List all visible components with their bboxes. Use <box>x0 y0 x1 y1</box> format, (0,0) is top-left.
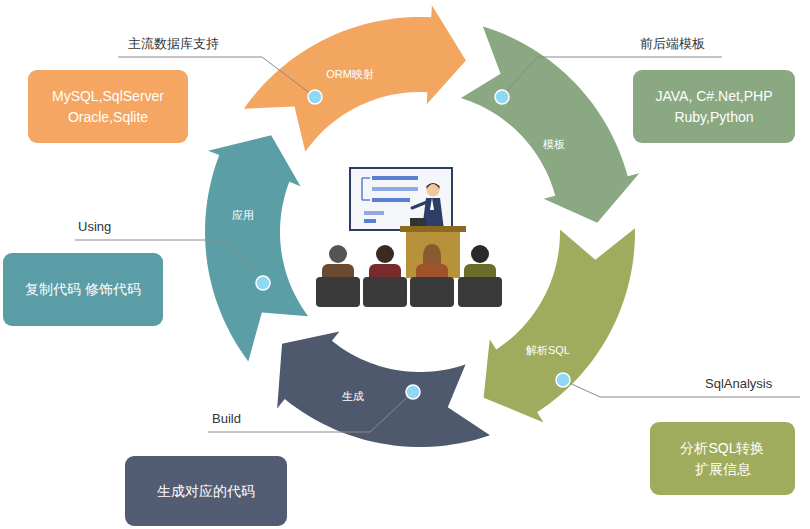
box-text: 复制代码 修饰代码 <box>13 279 153 299</box>
arrow-outline <box>461 26 639 222</box>
leader-line <box>118 57 315 97</box>
callout-heading: Build <box>212 411 241 427</box>
arrow-label: 生成 <box>342 390 364 403</box>
cycle-arrow: ORM映射 <box>241 3 468 154</box>
cycle-arrow: 生成 <box>275 329 492 449</box>
arrow-outline <box>244 5 466 151</box>
audience <box>376 245 394 263</box>
box-text: 生成对应的代码 <box>135 481 277 501</box>
audience <box>316 244 502 307</box>
marker-dot <box>256 90 570 399</box>
audience <box>458 277 502 307</box>
whiteboard <box>361 178 363 200</box>
audience <box>410 277 454 307</box>
arrow-shape <box>275 329 492 449</box>
info-box: JAVA, C#.Net,PHP Ruby,Python <box>633 70 795 143</box>
presenter <box>427 184 440 197</box>
arrow-shape <box>458 24 642 225</box>
arrow-shape <box>481 226 637 425</box>
presenter <box>427 183 440 189</box>
callout-heading: Using <box>78 219 111 235</box>
arrow-label: 模板 <box>543 138 565 151</box>
podium <box>410 218 426 226</box>
info-box: 分析SQL转换 扩展信息 <box>650 422 795 495</box>
arrow-outline <box>277 331 490 446</box>
whiteboard <box>372 176 418 180</box>
leader-line <box>75 240 263 283</box>
marker-dot <box>406 385 420 399</box>
whiteboard <box>372 198 410 202</box>
arrow-label: ORM映射 <box>326 68 374 81</box>
presenter <box>412 202 427 208</box>
audience <box>329 245 347 263</box>
marker-dot <box>308 90 322 104</box>
callout-heading: 主流数据库支持 <box>128 36 219 52</box>
arrow-label: 解析SQL <box>526 345 570 358</box>
marker-dot <box>256 276 270 290</box>
presenter <box>430 198 434 210</box>
audience <box>363 277 407 307</box>
arrow-outline <box>205 135 308 361</box>
leader-line <box>208 392 413 432</box>
audience <box>316 277 360 307</box>
marker-dot <box>495 90 509 104</box>
leader-line <box>75 57 800 432</box>
leader-line <box>502 57 722 97</box>
whiteboard <box>350 168 452 230</box>
whiteboard <box>362 199 370 201</box>
whiteboard <box>372 187 418 191</box>
marker-dot <box>556 373 570 387</box>
cycle-arrow: 模板 <box>458 24 642 225</box>
box-text: MySQL,SqlServer Oracle,Sqlite <box>38 86 178 127</box>
info-box: 复制代码 修饰代码 <box>3 253 163 326</box>
info-box: MySQL,SqlServer Oracle,Sqlite <box>28 70 188 143</box>
whiteboard <box>364 219 376 223</box>
box-text: 分析SQL转换 扩展信息 <box>660 438 785 479</box>
audience <box>471 245 489 263</box>
callout-heading: SqlAnalysis <box>705 376 772 392</box>
whiteboard <box>350 168 452 230</box>
whiteboard <box>364 211 384 215</box>
arrow-label: 应用 <box>232 210 254 223</box>
cycle-arrow: 解析SQL <box>481 226 637 425</box>
whiteboard <box>362 177 370 179</box>
info-box: 生成对应的代码 <box>125 456 287 526</box>
arrow-shape <box>203 133 311 364</box>
arrow-outline <box>484 228 635 422</box>
box-text: JAVA, C#.Net,PHP Ruby,Python <box>643 86 785 127</box>
callout-heading: 前后端模板 <box>640 36 705 52</box>
podium <box>400 226 466 232</box>
cycle-arrow: 应用 <box>203 133 311 364</box>
